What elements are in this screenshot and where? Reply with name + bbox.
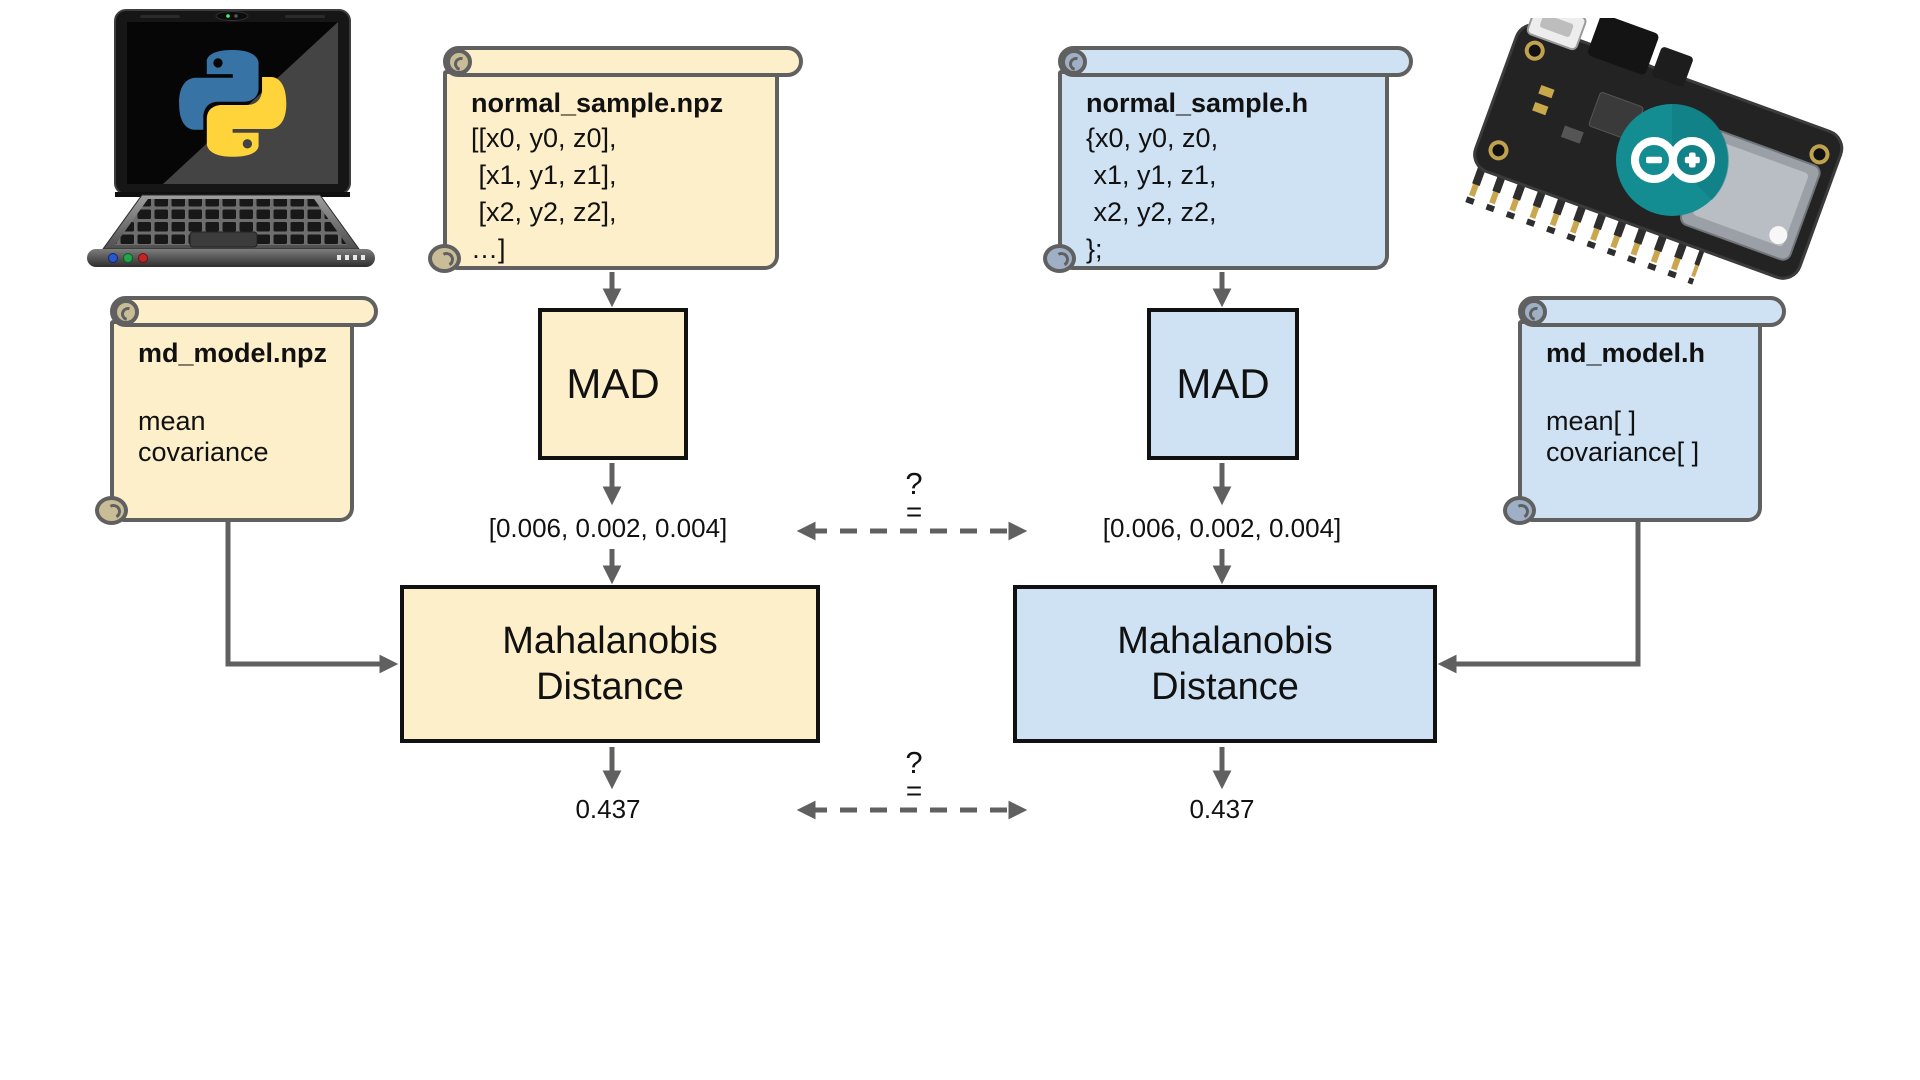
file-line: {x0, y0, z0,: [1086, 123, 1219, 153]
mad-box-python: MAD: [538, 308, 688, 460]
scroll-top-curl-icon: [446, 49, 472, 75]
file-line: [x1, y1, z1],: [471, 160, 617, 190]
equals-sign-lower: =: [905, 775, 923, 806]
arduino-board-icon: [1461, 1, 1855, 293]
arrow-model-to-distance-python: [225, 522, 399, 674]
mahalanobis-label: Mahalanobis Distance: [1117, 619, 1333, 708]
file-line: };: [1086, 234, 1103, 264]
file-line: covariance: [138, 437, 269, 467]
mahalanobis-box-arduino: Mahalanobis Distance: [1013, 585, 1437, 743]
mad-label: MAD: [566, 360, 660, 407]
file-line: …]: [471, 234, 506, 264]
scroll-normal-sample-npz: normal_sample.npz [[x0, y0, z0], [x1, y1…: [428, 46, 803, 273]
scroll-normal-sample-h: normal_sample.h {x0, y0, z0, x1, y1, z1,…: [1043, 46, 1413, 273]
scroll-top-curl-icon: [1521, 299, 1547, 325]
arrow-model-to-distance-arduino: [1437, 522, 1641, 674]
mad-output-arduino: [0.006, 0.002, 0.004]: [1102, 513, 1342, 543]
file-title: md_model.npz: [138, 338, 328, 368]
file-title: normal_sample.h: [1086, 88, 1309, 118]
scroll-top-curl-icon: [113, 299, 139, 325]
distance-result-python: 0.437: [575, 794, 641, 824]
scroll-md-model-npz: md_model.npz mean covariance: [95, 296, 378, 525]
scroll-top-curl-icon: [1061, 49, 1087, 75]
python-laptop-icon: [85, 8, 377, 270]
equals-sign-upper: =: [905, 496, 923, 527]
mad-box-arduino: MAD: [1147, 308, 1299, 460]
scroll-bottom-curl-icon: [95, 496, 128, 525]
question-mark-upper: ?: [905, 466, 923, 501]
file-title: md_model.h: [1546, 338, 1706, 368]
file-line: covariance[ ]: [1546, 437, 1700, 467]
scroll-bottom-curl-icon: [428, 244, 461, 273]
mahalanobis-label: Mahalanobis Distance: [502, 619, 718, 708]
question-mark-lower: ?: [905, 745, 923, 780]
mad-output-python: [0.006, 0.002, 0.004]: [488, 513, 728, 543]
file-line: [[x0, y0, z0],: [471, 123, 617, 153]
file-line: [x2, y2, z2],: [471, 197, 617, 227]
file-title: normal_sample.npz: [471, 88, 724, 118]
scroll-bottom-curl-icon: [1503, 496, 1536, 525]
file-line: x2, y2, z2,: [1086, 197, 1217, 227]
mad-label: MAD: [1176, 360, 1270, 407]
file-line: mean: [138, 406, 206, 436]
distance-result-arduino: 0.437: [1189, 794, 1255, 824]
file-line: x1, y1, z1,: [1086, 160, 1217, 190]
file-line: mean[ ]: [1546, 406, 1637, 436]
scroll-bottom-curl-icon: [1043, 244, 1076, 273]
mahalanobis-box-python: Mahalanobis Distance: [400, 585, 820, 743]
scroll-md-model-h: md_model.h mean[ ] covariance[ ]: [1503, 296, 1786, 525]
